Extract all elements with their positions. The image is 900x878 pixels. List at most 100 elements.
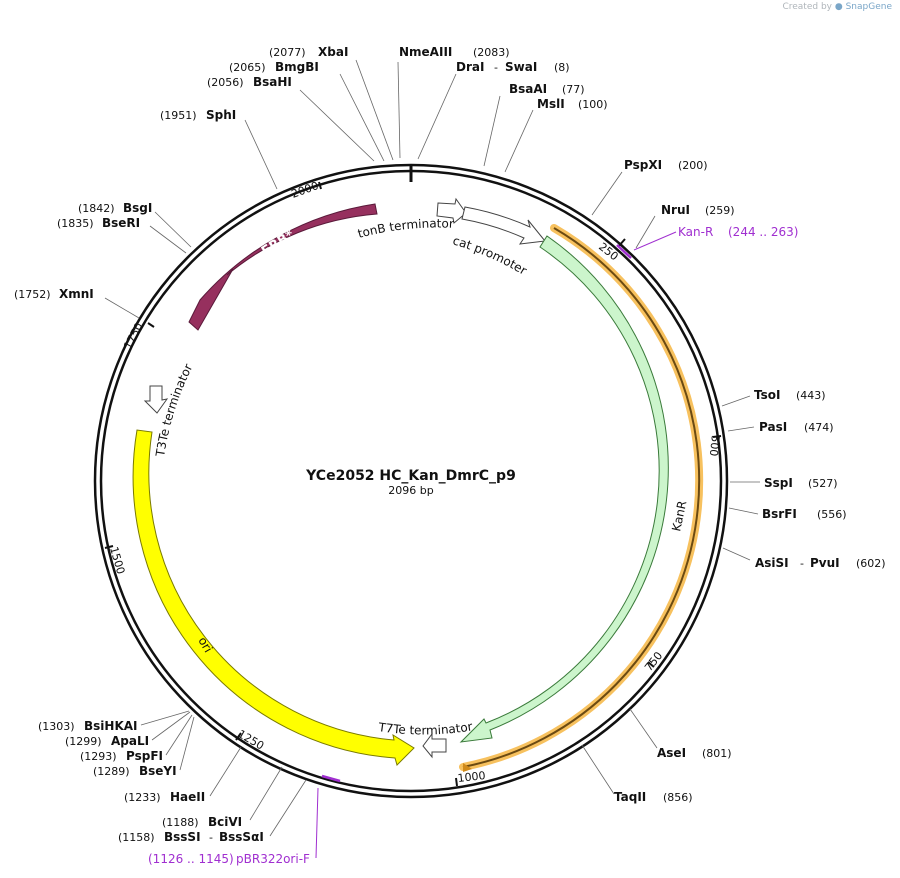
enzyme-pos: (1233) xyxy=(124,791,161,804)
enzyme-pos: (1289) xyxy=(93,765,130,778)
enzyme-label-xbai[interactable]: (2077) XbaI xyxy=(269,45,348,59)
feature-t7te-terminator-arrow[interactable] xyxy=(422,732,447,759)
enzyme-label-bsssi-bsssai[interactable]: (1158) BssSI - BssSαI xyxy=(118,830,264,844)
enzyme-name: XmnI xyxy=(59,287,94,301)
enzyme-pos: (100) xyxy=(578,98,608,111)
enzyme-name: XbaI xyxy=(318,45,348,59)
enzyme-pair-name: BssSαI xyxy=(219,830,264,844)
feature-ori[interactable]: ori xyxy=(132,429,415,766)
feature-label-t7te-terminator: T7Te terminator xyxy=(377,719,474,737)
enzyme-name: BssSI xyxy=(164,830,201,844)
enzyme-label-pspfi[interactable]: (1293) PspFI xyxy=(80,749,163,763)
leader-bsgi xyxy=(154,211,192,248)
enzyme-pos: (2065) xyxy=(229,61,266,74)
enzyme-label-nmeaiii[interactable]: NmeAIII (2083) xyxy=(399,45,510,59)
enzyme-pos: (2056) xyxy=(207,76,244,89)
enzyme-pos: (200) xyxy=(678,159,708,172)
feature-kanr[interactable]: KanR xyxy=(459,235,689,743)
enzyme-label-bsahi[interactable]: (2056) BsaHI xyxy=(207,75,292,89)
leader-nmeaiii xyxy=(397,61,401,159)
enzyme-name: AsiSI xyxy=(755,556,789,570)
enzyme-pos: (1158) xyxy=(118,831,155,844)
enzyme-label-nrui[interactable]: NruI (259) xyxy=(661,203,735,217)
leader-asei xyxy=(629,708,658,749)
feature-t3te-terminator-arrow[interactable] xyxy=(143,385,169,414)
enzyme-label-bseyi[interactable]: (1289) BseYI xyxy=(93,764,177,778)
primer-range: (244 .. 263) xyxy=(728,225,798,239)
enzyme-pos: (443) xyxy=(796,389,826,402)
enzyme-name: BsaHI xyxy=(253,75,292,89)
leader-kan-r xyxy=(633,231,677,251)
enzyme-label-asisi-pvui[interactable]: AsiSI - PvuI (602) xyxy=(755,556,886,570)
enzyme-label-bcivi[interactable]: (1188) BciVI xyxy=(162,815,242,829)
enzyme-label-tsoi[interactable]: TsoI (443) xyxy=(754,388,826,402)
cat-promoter-text: cat promoter xyxy=(451,233,529,277)
feature-tonb-terminator-arrow[interactable] xyxy=(436,197,467,224)
enzyme-name: BciVI xyxy=(208,815,242,829)
leader-xmni xyxy=(104,297,140,319)
enzyme-pos: (1752) xyxy=(14,288,51,301)
enzyme-name: ApaLI xyxy=(111,734,149,748)
enzyme-pos: (527) xyxy=(808,477,838,490)
enzyme-name: BsaAI xyxy=(509,82,547,96)
primer-name: pBR322ori-F xyxy=(236,852,310,866)
enzyme-pos: (1293) xyxy=(80,750,117,763)
enzyme-label-pspxi[interactable]: PspXI (200) xyxy=(624,158,708,172)
enzyme-name: AseI xyxy=(657,746,686,760)
enzyme-label-bseri[interactable]: (1835) BseRI xyxy=(57,216,140,230)
feature-cat-promoter-arrow[interactable] xyxy=(461,206,546,245)
pbr322ori-f-primer-mark xyxy=(321,774,341,783)
tick-label-2000: 2000 xyxy=(290,179,321,201)
tick-mark-1750 xyxy=(147,322,155,328)
tick-label-1000: 1000 xyxy=(457,769,486,785)
enzyme-label-sphi[interactable]: (1951) SphI xyxy=(160,108,236,122)
leader-pspfi xyxy=(165,714,193,756)
enzyme-pos: (1835) xyxy=(57,217,94,230)
enzyme-name: BsiHKAI xyxy=(84,719,138,733)
credit-prefix: Created by xyxy=(782,2,832,12)
enzyme-name: SphI xyxy=(206,108,236,122)
enzyme-label-haeii[interactable]: (1233) HaeII xyxy=(124,790,205,804)
primer-label-kan-r[interactable]: Kan-R (244 .. 263) xyxy=(678,225,798,239)
enzyme-label-msli[interactable]: MslI (100) xyxy=(537,97,608,111)
enzyme-label-bsgi[interactable]: (1842) BsgI xyxy=(78,201,152,215)
enzyme-label-bsihkai[interactable]: (1303) BsiHKAI xyxy=(38,719,138,733)
enzyme-label-bmgbi[interactable]: (2065) BmgBI xyxy=(229,60,319,74)
primer-label-pbr322ori-f[interactable]: (1126 .. 1145) pBR322ori-F xyxy=(148,852,310,866)
tick-label-1750: 1750 xyxy=(121,321,146,352)
enzyme-name: TaqII xyxy=(614,790,646,804)
leader-apali xyxy=(151,711,191,741)
enzyme-label-sspi[interactable]: SspI (527) xyxy=(764,476,838,490)
feature-frb[interactable]: FRB* xyxy=(188,203,378,331)
enzyme-name: SspI xyxy=(764,476,793,490)
enzyme-pos: (602) xyxy=(856,557,886,570)
enzyme-name: PspXI xyxy=(624,158,662,172)
leader-bsihkai xyxy=(140,710,190,726)
enzyme-name: NruI xyxy=(661,203,690,217)
enzyme-name: BmgBI xyxy=(275,60,319,74)
snapgene-credit: Created by ● SnapGene xyxy=(782,2,892,12)
leader-bsrfi xyxy=(728,507,759,515)
leader-taqii xyxy=(581,744,615,795)
enzyme-name: BsrFI xyxy=(762,507,797,521)
enzyme-label-bsrfi[interactable]: BsrFI (556) xyxy=(762,507,847,521)
enzyme-name: PasI xyxy=(759,420,787,434)
tick-label-500: 500 xyxy=(707,435,722,457)
enzyme-label-asei[interactable]: AseI (801) xyxy=(657,746,732,760)
tick-mark-2000 xyxy=(318,181,322,190)
enzyme-name: DraI xyxy=(456,60,484,74)
enzyme-pos: (2083) xyxy=(473,46,510,59)
kan-r-primer-mark xyxy=(616,244,632,259)
primer-range: (1126 .. 1145) xyxy=(148,852,234,866)
enzyme-label-apali[interactable]: (1299) ApaLI xyxy=(65,734,149,748)
leader-bseri xyxy=(149,225,187,254)
enzyme-label-drai-swai[interactable]: DraI - SwaI (8) xyxy=(456,60,570,74)
enzyme-label-bsaai[interactable]: BsaAI (77) xyxy=(509,82,585,96)
enzyme-pos: (556) xyxy=(817,508,847,521)
enzyme-label-xmni[interactable]: (1752) XmnI xyxy=(14,287,94,301)
tick-mark-1000 xyxy=(455,777,458,787)
enzyme-label-pasi[interactable]: PasI (474) xyxy=(759,420,834,434)
leader-pasi xyxy=(727,426,755,432)
enzyme-label-taqii[interactable]: TaqII (856) xyxy=(614,790,693,804)
